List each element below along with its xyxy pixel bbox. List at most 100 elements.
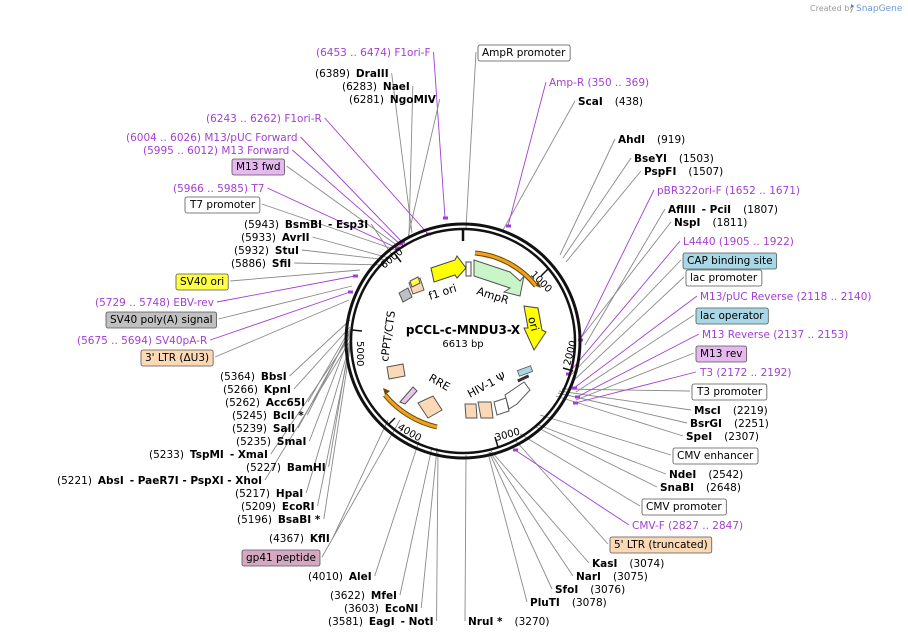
svg-text:NruI *(3270): NruI *(3270) xyxy=(468,616,549,628)
site-name: BseYI xyxy=(634,153,667,165)
label-17: SV40 poly(A) signal xyxy=(105,311,217,329)
site-name: NdeI xyxy=(669,469,696,481)
site-position: (6389) xyxy=(315,68,350,80)
leader-line xyxy=(559,138,616,256)
leader-line xyxy=(267,187,398,249)
rre-label: RRE xyxy=(427,371,453,393)
ltr5-feature-b xyxy=(464,403,478,419)
feature-box-label: gp41 peptide xyxy=(246,552,316,564)
leader-line xyxy=(464,454,467,622)
leader-line xyxy=(292,149,401,245)
site-name: KpnI xyxy=(264,384,291,396)
leader-line xyxy=(214,299,350,358)
site-position: (5233) xyxy=(149,449,184,461)
tick-5000: 5000 xyxy=(354,341,365,366)
site-position: (1807) xyxy=(743,204,778,216)
svg-text:SnaBI(2648): SnaBI(2648) xyxy=(660,482,741,494)
site-position: (5227) xyxy=(246,462,281,474)
site-name: PspFI xyxy=(644,166,676,178)
label-59: CAP binding site xyxy=(682,252,778,270)
leader-line xyxy=(261,203,397,251)
leader-line xyxy=(539,414,672,456)
leader-line xyxy=(323,347,351,520)
label-30: (5209)EcoRI xyxy=(241,501,315,513)
site-name: SpeI xyxy=(686,431,712,443)
leader-line xyxy=(324,117,429,235)
ampr-label: AmpR xyxy=(475,284,511,307)
svg-text:AflIII- PciI(1807): AflIII- PciI(1807) xyxy=(668,204,778,216)
svg-text:(6389)DraIII: (6389)DraIII xyxy=(315,68,389,80)
leader-line xyxy=(571,276,685,383)
label-65: BseYI(1503) xyxy=(634,153,714,165)
primer-label: (5966 .. 5985) T7 xyxy=(173,183,264,195)
site-position: (5943) xyxy=(244,219,279,231)
svg-text:(6283)NaeI: (6283)NaeI xyxy=(342,81,410,93)
label-0: (6453 .. 6474) F1ori-F xyxy=(316,47,431,59)
site-position: (5217) xyxy=(235,488,270,500)
f1-ori-arrow xyxy=(430,255,467,283)
tick-marks xyxy=(351,253,574,448)
rre-feature xyxy=(417,395,443,419)
label-62: AflIII- PciI(1807) xyxy=(668,204,778,216)
ltr5-feature xyxy=(477,401,494,419)
feature-box-label: lac promoter xyxy=(690,272,758,284)
primer-mark xyxy=(398,242,403,246)
gp41-feature xyxy=(399,386,418,405)
label-51: MscI (2219) xyxy=(694,405,768,417)
label-1: AmpR promoter xyxy=(477,44,571,62)
primer-mark xyxy=(566,372,571,376)
backbone-outer xyxy=(344,222,582,460)
site-position: (5196) xyxy=(237,514,272,526)
leader-line xyxy=(576,333,700,398)
label-31: (5196)BsaBI * xyxy=(237,514,321,526)
site-name: BbsI xyxy=(261,371,287,383)
svg-text:BsrGI(2251): BsrGI(2251) xyxy=(690,418,769,430)
leader-line xyxy=(535,423,667,475)
site-position: (3603) xyxy=(344,603,379,615)
primer-mark xyxy=(506,224,511,228)
feature-box xyxy=(477,44,571,62)
label-66: AhdI(919) xyxy=(618,134,685,146)
site-name: KflI xyxy=(310,533,330,545)
label-11: (5943)BsmBI- Esp3I xyxy=(244,219,368,231)
leader-lines xyxy=(210,51,700,622)
leader-line xyxy=(488,451,553,590)
label-54: M13 rev xyxy=(695,345,747,363)
label-7: (5995 .. 6012) M13 Forward xyxy=(143,145,289,157)
feature-box xyxy=(175,273,229,291)
label-13: (5932)StuI xyxy=(234,245,299,257)
site-name: KasI xyxy=(592,558,617,570)
leader-line xyxy=(270,336,351,455)
label-41: NarI(3075) xyxy=(576,571,648,583)
label-19: 3' LTR (ΔU3) xyxy=(140,349,214,367)
site-name: MscI xyxy=(694,405,721,417)
leader-line xyxy=(312,236,390,259)
site-position: (5262) xyxy=(225,397,260,409)
amp-promoter-feature xyxy=(465,261,472,277)
primer-label: L4440 (1905 .. 1922) xyxy=(683,236,794,248)
label-48: CMV enhancer xyxy=(672,447,759,465)
svg-text:(4367)KflI: (4367)KflI xyxy=(269,533,330,545)
label-29: (5217)HpaI xyxy=(235,488,303,500)
svg-text:PspFI(1507): PspFI(1507) xyxy=(644,166,723,178)
leader-line xyxy=(407,98,441,238)
feature-box xyxy=(682,252,778,270)
site-position: (2219) xyxy=(733,405,768,417)
label-64: PspFI(1507) xyxy=(644,166,723,178)
label-56: lac operator xyxy=(695,307,769,325)
leader-line xyxy=(374,440,420,577)
sv40-ori-feature xyxy=(409,276,421,288)
leader-line xyxy=(399,446,433,596)
leader-line xyxy=(519,433,641,507)
label-43: 5' LTR (truncated) xyxy=(609,536,713,554)
leader-line xyxy=(210,291,351,341)
label-42: KasI(3074) xyxy=(592,558,664,570)
primer-label: (6243 .. 6262) F1ori-R xyxy=(206,113,322,125)
feature-box-label: T3 promoter xyxy=(696,386,763,398)
site-position: (5933) xyxy=(241,232,276,244)
leader-line xyxy=(289,319,351,377)
leader-line xyxy=(502,100,576,231)
svg-text:(5233)TspMI- XmaI: (5233)TspMI- XmaI xyxy=(149,449,268,461)
svg-text:(5364)BbsI: (5364)BbsI xyxy=(220,371,287,383)
